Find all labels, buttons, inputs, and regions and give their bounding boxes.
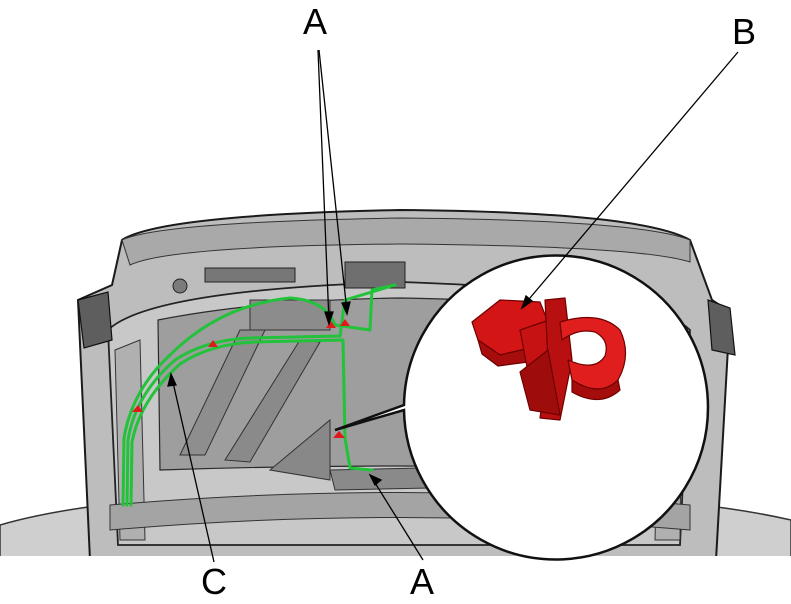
callout-a-bottom: A [410, 561, 434, 602]
wire-harness [121, 283, 397, 507]
callout-c: C [201, 561, 227, 602]
callout-b: B [732, 11, 756, 52]
callout-a-top: A [303, 1, 327, 42]
push-clip-detail [471, 297, 627, 421]
leader-lines [167, 49, 739, 563]
harness-clip-markers [132, 319, 350, 438]
